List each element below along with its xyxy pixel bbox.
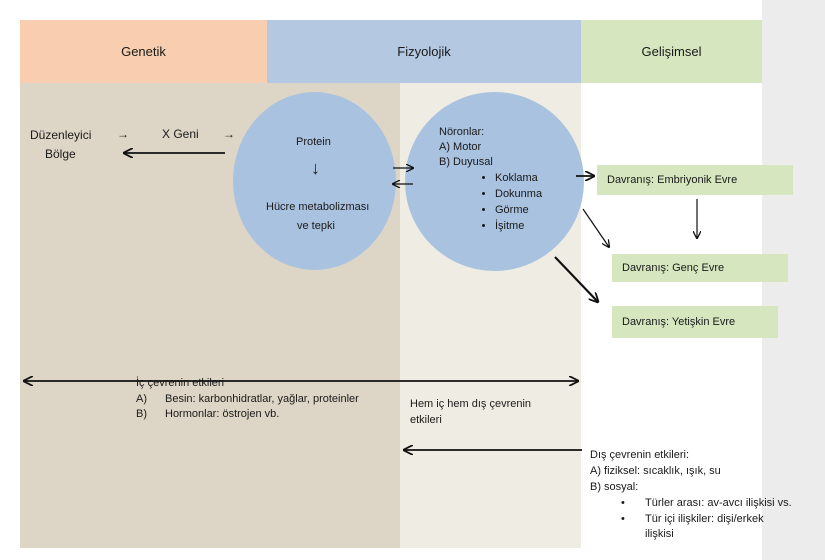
header-gelisimsel-label: Gelişimsel: [641, 44, 702, 59]
sense-item-touch: Dokunma: [495, 186, 542, 202]
bullet-dot: •: [621, 513, 625, 525]
protein-down-arrow: ↓: [311, 158, 320, 178]
external-env-title: Dış çevrenin etkileri:: [590, 449, 690, 461]
sense-item-sight: Görme: [495, 202, 542, 218]
behavior-adult-label: Davranış: Yetişkin Evre: [622, 316, 736, 328]
internal-env-title: İç çevrenin etkileri: [136, 377, 225, 389]
neurons-title: Nöronlar:: [439, 126, 485, 138]
protein-label: Protein: [296, 136, 331, 148]
header-fizyolojik: Fizyolojik: [267, 20, 581, 83]
bullet-dot: •: [621, 497, 625, 509]
both-env-line2: etkileri: [410, 414, 442, 426]
external-env-intraspecies-line2: ilişkisi: [645, 528, 674, 540]
external-env-intraspecies-line1: Tür içi ilişkiler: dişi/erkek: [645, 513, 764, 525]
behavior-embryonic-label: Davranış: Embriyonik Evre: [607, 174, 738, 186]
metabolism-line1: Hücre metabolizması: [266, 201, 370, 213]
header-genetik-label: Genetik: [121, 44, 166, 59]
internal-env-a-label: A): [136, 393, 147, 405]
sense-item-hearing: İşitme: [495, 218, 542, 234]
external-env-interspecies: Türler arası: av-avcı ilişkisi vs.: [645, 497, 792, 509]
internal-env-a-text: Besin: karbonhidratlar, yağlar, proteinl…: [165, 393, 359, 405]
neurons-motor: A) Motor: [439, 141, 482, 153]
circle-protein: [233, 92, 396, 270]
header-fizyolojik-label: Fizyolojik: [397, 44, 451, 59]
metabolism-line2: ve tepki: [297, 220, 335, 232]
behavior-embryonic-box: Davranış: Embriyonik Evre: [597, 165, 793, 195]
gene-to-protein-arrow: →: [223, 127, 235, 141]
neurons-sensory: B) Duyusal: [439, 156, 493, 168]
circle-neurons: [405, 92, 584, 271]
regulator-region-line2: Bölge: [45, 147, 76, 161]
header-genetik: Genetik: [20, 20, 267, 83]
behavior-young-box: Davranış: Genç Evre: [612, 254, 788, 282]
regulator-region-line1: Düzenleyici: [30, 128, 92, 142]
regulator-to-gene-arrow: →: [117, 127, 129, 141]
external-env-physical: A) fiziksel: sıcaklık, ışık, su: [590, 465, 721, 477]
sense-item-smell: Koklama: [495, 170, 542, 186]
internal-env-b-label: B): [136, 408, 147, 420]
internal-env-b-text: Hormonlar: östrojen vb.: [165, 408, 280, 420]
behavior-young-label: Davranış: Genç Evre: [622, 262, 725, 274]
behavior-adult-box: Davranış: Yetişkin Evre: [612, 306, 778, 338]
header-gelisimsel: Gelişimsel: [581, 20, 762, 83]
neurons-to-adult-arrow: [554, 256, 598, 302]
neurons-to-young-arrow: [582, 208, 609, 247]
senses-list: Koklama Dokunma Görme İşitme: [495, 170, 542, 234]
both-env-line1: Hem iç hem dış çevrenin: [410, 398, 532, 410]
external-env-social: B) sosyal:: [590, 481, 639, 493]
gene-label: X Geni: [162, 127, 199, 141]
